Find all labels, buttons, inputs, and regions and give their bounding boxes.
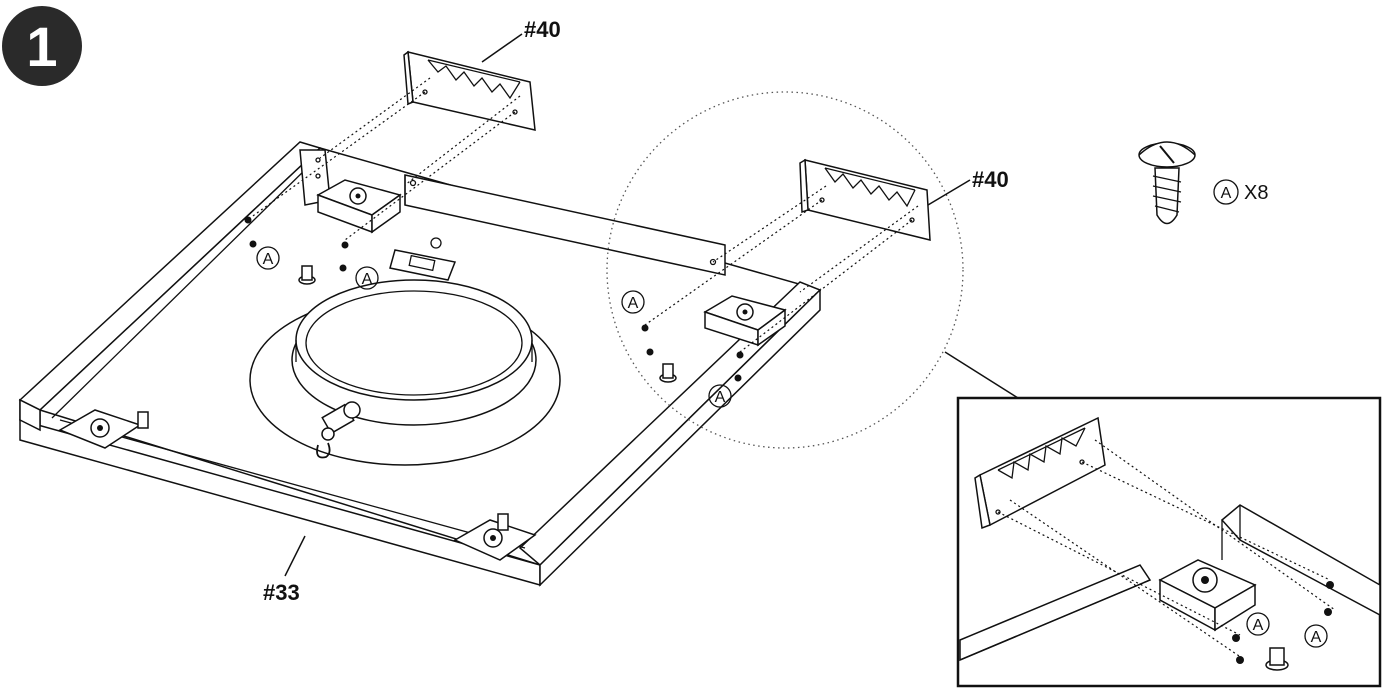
- step-number: 1: [26, 15, 57, 78]
- corner-foot-rear-right: [659, 295, 787, 383]
- label-33: #33: [263, 580, 300, 605]
- svg-text:A: A: [1253, 617, 1264, 634]
- svg-text:A: A: [263, 251, 274, 268]
- inset-callout-a: A: [1304, 624, 1328, 648]
- screws: [244, 216, 744, 382]
- corner-foot-front-right: [453, 513, 537, 561]
- screw-marker: [249, 240, 257, 248]
- callout-a: A: [256, 246, 280, 270]
- detail-inset: A A: [956, 396, 1382, 688]
- base-panel: [18, 141, 822, 587]
- part-label-bracket-top: #40: [481, 17, 561, 63]
- ring-clamp: [316, 401, 361, 459]
- svg-text:A: A: [1311, 629, 1322, 646]
- step-badge: 1: [2, 6, 82, 86]
- inset-bolt: [1265, 647, 1289, 671]
- svg-text:A: A: [715, 389, 726, 406]
- svg-text:A: A: [362, 271, 373, 288]
- callout-a: A: [621, 290, 645, 314]
- label-40-top: #40: [524, 17, 561, 42]
- callout-a: A: [708, 384, 732, 408]
- bolt-rear-left: [298, 265, 316, 285]
- screw-marker: [734, 374, 742, 382]
- screw-marker: [646, 348, 654, 356]
- detail-zoom-circle: [606, 91, 964, 449]
- corner-foot-rear-left: [316, 179, 402, 234]
- screw-icon: [1138, 141, 1196, 225]
- label-40-right: #40: [972, 167, 1009, 192]
- screw-marker: [341, 241, 349, 249]
- svg-text:A: A: [628, 295, 639, 312]
- hardware-quantity: X8: [1244, 182, 1268, 204]
- alignment-lines: [249, 77, 919, 353]
- screw-marker: [1236, 656, 1244, 664]
- inset-callout-a: A: [1246, 612, 1270, 636]
- bracket-right: [799, 158, 931, 241]
- inset-foot: [1158, 559, 1257, 632]
- screw-marker: [1324, 608, 1332, 616]
- screw-marker: [641, 324, 649, 332]
- legend-callout-a: A: [1213, 179, 1239, 205]
- bracket-top: [403, 50, 536, 131]
- detail-leader-line: [944, 351, 1019, 399]
- hardware-legend: A X8: [1138, 141, 1268, 225]
- screw-marker: [244, 216, 252, 224]
- inset-bracket: [974, 416, 1106, 530]
- screw-marker: [339, 264, 347, 272]
- part-label-bracket-right: #40: [927, 167, 1009, 206]
- corner-foot-front-left: [58, 409, 149, 449]
- screw-marker: [1326, 581, 1334, 589]
- callout-a: A: [355, 266, 379, 290]
- part-label-base: #33: [263, 535, 306, 605]
- screw-marker: [1232, 634, 1240, 642]
- screw-marker: [736, 351, 744, 359]
- svg-text:A: A: [1221, 185, 1232, 202]
